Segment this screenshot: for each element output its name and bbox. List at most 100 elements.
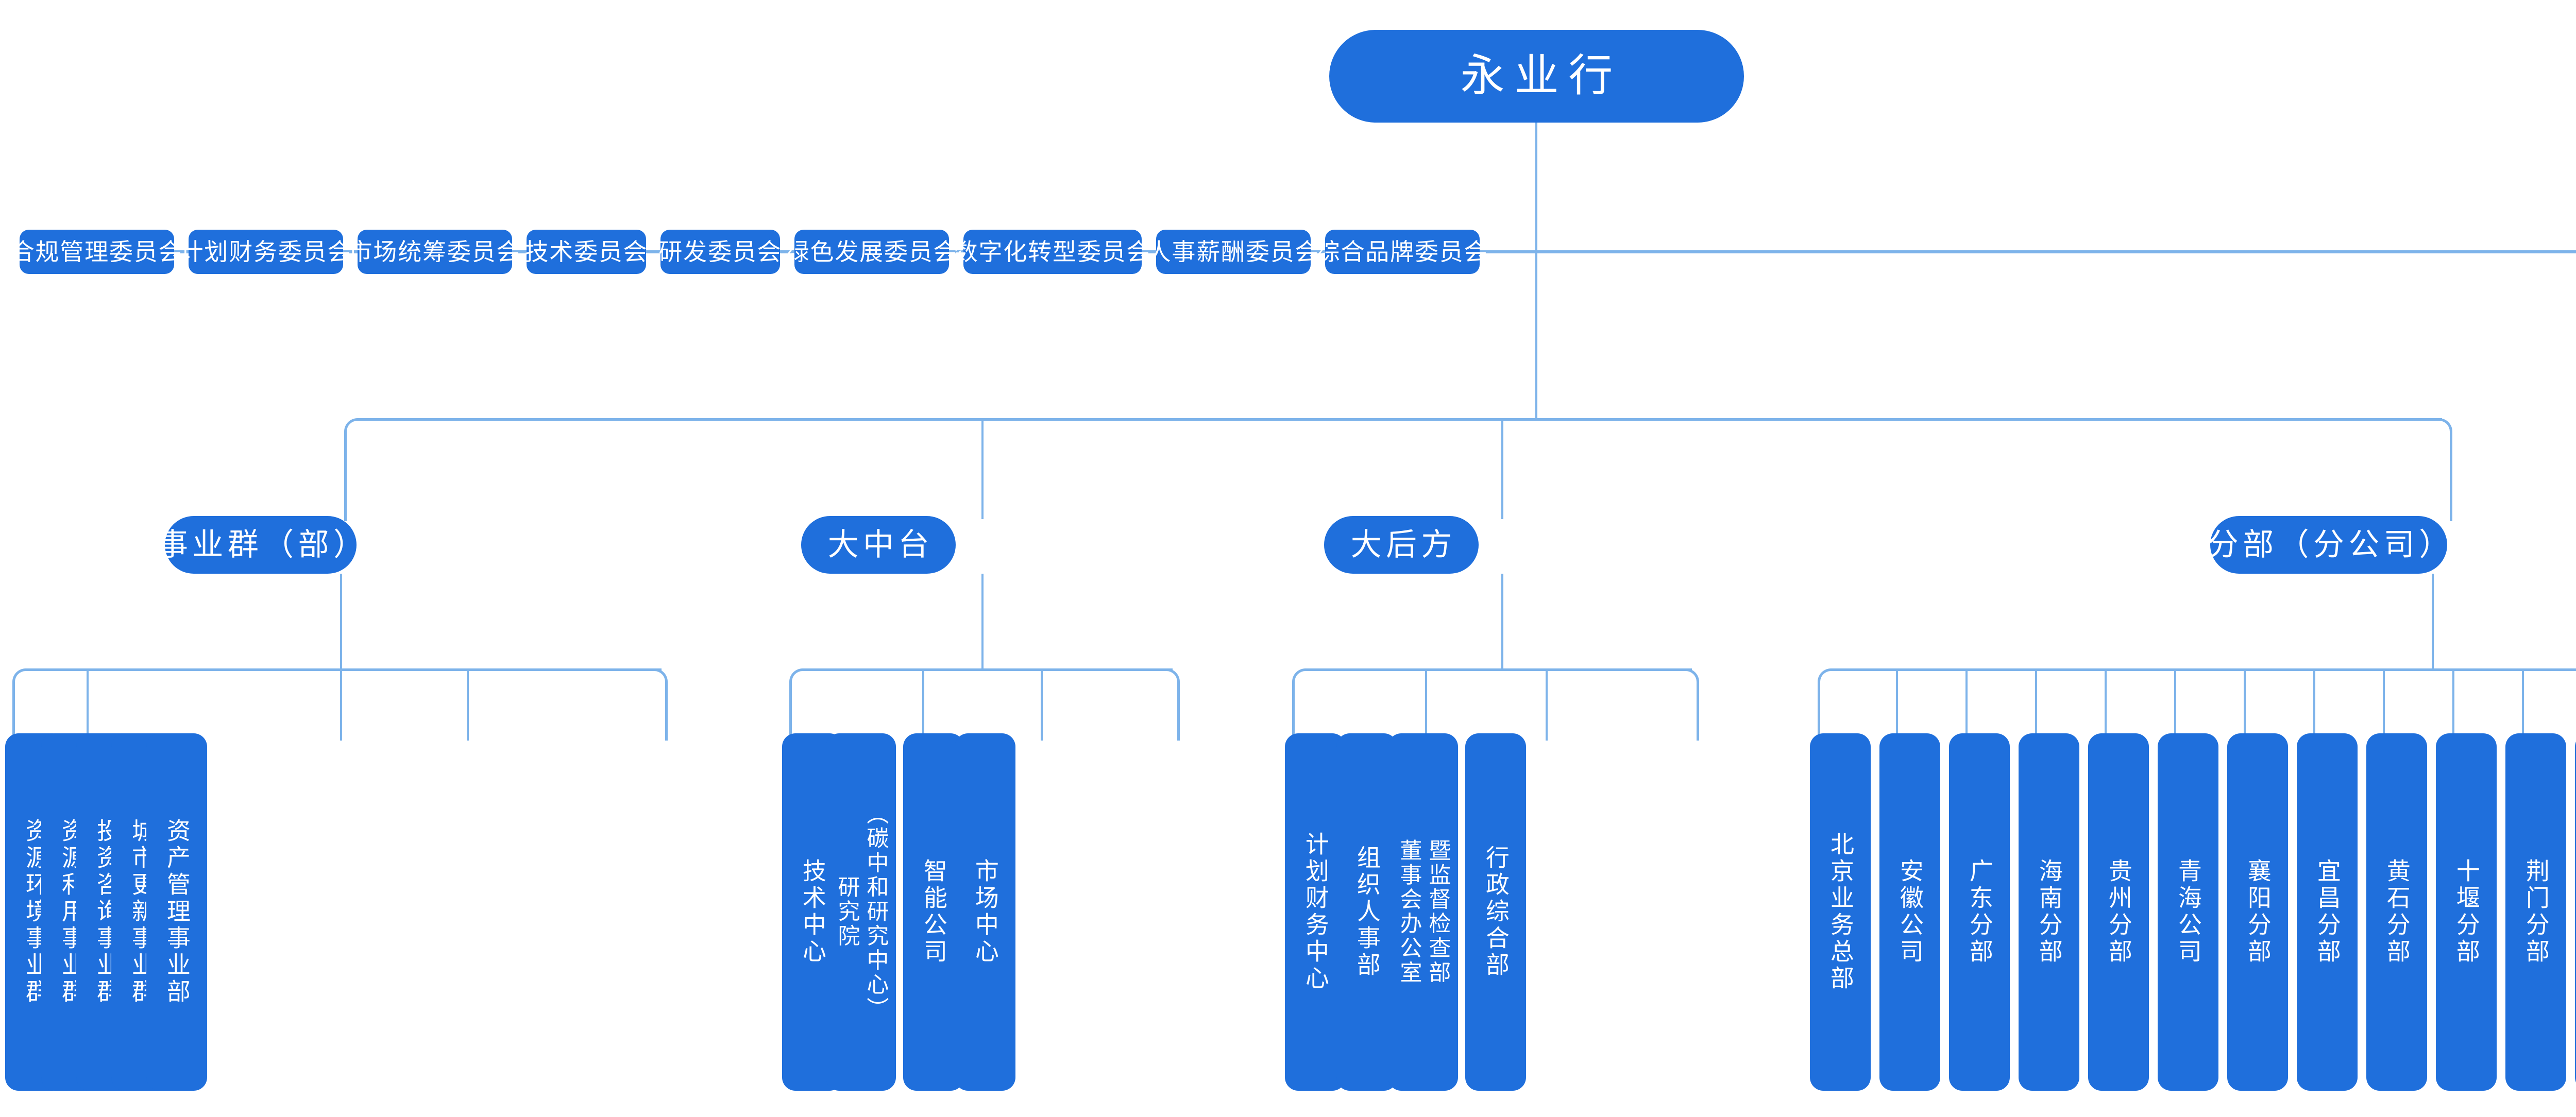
connector-group1-bus-left-elbow bbox=[789, 668, 815, 741]
committee-pill-2[interactable]: 市场统筹委员会 bbox=[349, 230, 520, 274]
leaf-label: 青海公司 bbox=[2175, 858, 2202, 966]
connector-group2-drop-1 bbox=[1425, 668, 1427, 741]
committee-label: 计划财务委员会 bbox=[179, 238, 352, 265]
leaf-card-g2-0[interactable]: 计划财务中心 bbox=[1285, 733, 1346, 1091]
committee-label: 研发委员会 bbox=[658, 238, 782, 265]
root-node-label: 永业行 bbox=[1460, 51, 1623, 101]
leaf-label: 技术中心 bbox=[799, 858, 826, 966]
connector-group2-bus-left-elbow bbox=[1292, 668, 1318, 741]
connector-group1-bus-right-elbow bbox=[1154, 668, 1180, 741]
leaf-label: 襄阳分部 bbox=[2244, 858, 2272, 966]
connector-group3-drop-8 bbox=[2383, 668, 2385, 741]
connector-drop-group-2 bbox=[1501, 418, 1503, 519]
leaf-label: 组织人事部 bbox=[1353, 845, 1381, 979]
connector-group0-drop-1 bbox=[87, 668, 89, 741]
connector-group3-drop-3 bbox=[2035, 668, 2037, 741]
committee-label: 技术委员会 bbox=[524, 238, 648, 265]
leaf-card-g3-1[interactable]: 安徽公司 bbox=[1879, 733, 1940, 1091]
connector-group3-drop-9 bbox=[2452, 668, 2454, 741]
connector-group2-bus-right-elbow bbox=[1673, 668, 1699, 741]
leaf-label: 贵州分部 bbox=[2105, 858, 2132, 966]
leaf-card-g1-1[interactable]: （碳中和研究中心）研究院 bbox=[826, 733, 896, 1091]
leaf-card-g3-0[interactable]: 北京业务总部 bbox=[1810, 733, 1871, 1091]
connector-group3-drop-6 bbox=[2244, 668, 2246, 741]
leaf-card-g1-3[interactable]: 市场中心 bbox=[955, 733, 1015, 1091]
connector-group0-bus-right-elbow bbox=[642, 668, 668, 741]
leaf-label: 北京业务总部 bbox=[1827, 832, 1854, 992]
committee-pill-8[interactable]: 综合品牌委员会 bbox=[1316, 230, 1488, 274]
connector-group0-drop-3 bbox=[467, 668, 469, 741]
connector-group3-drop-7 bbox=[2313, 668, 2315, 741]
leaf-label: 宜昌分部 bbox=[2314, 858, 2341, 966]
leaf-label: 广东分部 bbox=[1966, 858, 1993, 966]
group-pill-1[interactable]: 大中台 bbox=[801, 516, 956, 574]
connector-group3-drop-5 bbox=[2174, 668, 2176, 741]
leaf-label: 市场中心 bbox=[972, 858, 999, 966]
group-label: 大后方 bbox=[1350, 527, 1456, 562]
leaf-label: 暨监督检查部董事会办公室 bbox=[1397, 839, 1450, 985]
connector-group1-drop-2 bbox=[1041, 668, 1043, 741]
leaf-card-g3-5[interactable]: 青海公司 bbox=[2158, 733, 2218, 1091]
committee-label: 综合品牌委员会 bbox=[1316, 238, 1489, 265]
connector-group0-bus bbox=[31, 668, 662, 671]
committee-pill-3[interactable]: 技术委员会 bbox=[524, 230, 648, 274]
leaf-label: （碳中和研究中心）研究院 bbox=[835, 802, 888, 1022]
connector-group3-bus-left-elbow bbox=[1818, 668, 1843, 741]
leaf-label: 荆门分部 bbox=[2522, 858, 2550, 966]
leaf-label: 资产管理事业部 bbox=[163, 818, 191, 1006]
connector-group3-drop-10 bbox=[2522, 668, 2524, 741]
leaf-card-g3-2[interactable]: 广东分部 bbox=[1949, 733, 2010, 1091]
committee-label: 市场统筹委员会 bbox=[348, 238, 521, 265]
committee-pill-7[interactable]: 人事薪酬委员会 bbox=[1147, 230, 1319, 274]
group-pill-2[interactable]: 大后方 bbox=[1324, 516, 1479, 574]
leaf-label: 智能公司 bbox=[920, 858, 947, 966]
leaf-card-g1-2[interactable]: 智能公司 bbox=[903, 733, 964, 1091]
committee-label: 人事薪酬委员会 bbox=[1147, 238, 1320, 265]
leaf-card-g3-3[interactable]: 海南分部 bbox=[2019, 733, 2079, 1091]
group-pill-0[interactable]: 事业群（部） bbox=[157, 516, 364, 574]
leaf-card-g2-2[interactable]: 暨监督检查部董事会办公室 bbox=[1388, 733, 1458, 1091]
group-pill-3[interactable]: 分部（分公司） bbox=[2208, 516, 2450, 574]
committee-label: 绿色发展委员会 bbox=[785, 238, 958, 265]
leaf-card-g0-4[interactable]: 资产管理事业部 bbox=[146, 733, 207, 1091]
leaf-card-g3-6[interactable]: 襄阳分部 bbox=[2227, 733, 2288, 1091]
committee-label: 数字化转型委员会 bbox=[954, 238, 1151, 265]
leaf-label: 行政综合部 bbox=[1482, 845, 1510, 979]
connector-group0-bus-left-elbow bbox=[12, 668, 38, 741]
committee-pill-0[interactable]: 合规管理委员会 bbox=[11, 230, 182, 274]
connector-root-to-level2 bbox=[1535, 250, 1537, 419]
leaf-card-g3-10[interactable]: 荆门分部 bbox=[2505, 733, 2566, 1091]
leaf-label: 安徽公司 bbox=[1896, 858, 1924, 966]
leaf-card-g2-1[interactable]: 组织人事部 bbox=[1336, 733, 1397, 1091]
leaf-card-g3-8[interactable]: 黄石分部 bbox=[2366, 733, 2427, 1091]
connector-level2-bus bbox=[361, 418, 2442, 421]
connector-group0-stem bbox=[340, 574, 342, 669]
leaf-card-g3-4[interactable]: 贵州分部 bbox=[2088, 733, 2149, 1091]
root-node-yongyehang[interactable]: 永业行 bbox=[1329, 30, 1744, 123]
leaf-card-g3-11[interactable]: 鄂州分部 bbox=[2575, 733, 2576, 1091]
group-label: 事业群（部） bbox=[157, 527, 369, 562]
connector-root-down bbox=[1535, 123, 1537, 252]
connector-group3-drop-2 bbox=[1965, 668, 1968, 741]
committee-label: 合规管理委员会 bbox=[10, 238, 183, 265]
leaf-card-g3-9[interactable]: 十堰分部 bbox=[2436, 733, 2497, 1091]
committee-pill-6[interactable]: 数字化转型委员会 bbox=[954, 230, 1150, 274]
connector-group0-drop-2 bbox=[340, 668, 342, 741]
leaf-label: 海南分部 bbox=[2036, 858, 2063, 966]
connector-drop-group-1 bbox=[981, 418, 984, 519]
committee-pill-5[interactable]: 绿色发展委员会 bbox=[786, 230, 957, 274]
leaf-label: 十堰分部 bbox=[2453, 858, 2480, 966]
connector-group1-stem bbox=[981, 574, 984, 669]
committee-pill-1[interactable]: 计划财务委员会 bbox=[180, 230, 351, 274]
connector-group3-drop-4 bbox=[2105, 668, 2107, 741]
leaf-label: 计划财务中心 bbox=[1302, 832, 1329, 992]
connector-group3-drop-1 bbox=[1896, 668, 1898, 741]
committee-pill-4[interactable]: 研发委员会 bbox=[658, 230, 782, 274]
connector-group2-bus bbox=[1311, 668, 1692, 671]
connector-group3-stem bbox=[2432, 574, 2434, 669]
connector-group1-bus bbox=[808, 668, 1173, 671]
leaf-card-g3-7[interactable]: 宜昌分部 bbox=[2297, 733, 2358, 1091]
leaf-card-g2-3[interactable]: 行政综合部 bbox=[1465, 733, 1526, 1091]
group-label: 分部（分公司） bbox=[2207, 527, 2454, 562]
